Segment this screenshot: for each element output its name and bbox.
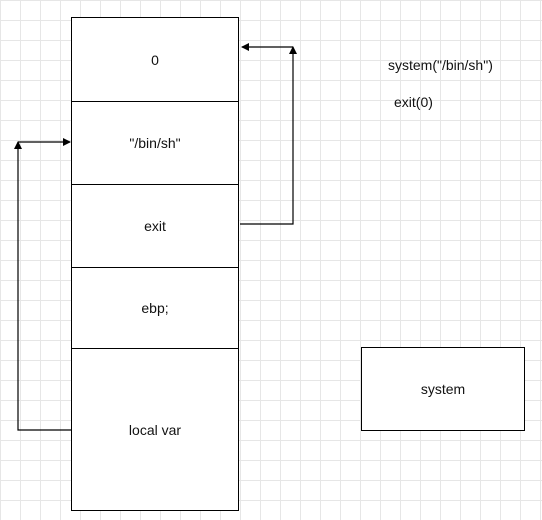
- stack-cell-exit-label: exit: [144, 218, 166, 234]
- arrow-exit-to-zero: [240, 46, 297, 225]
- stack-cell-local-var-label: local var: [128, 421, 182, 438]
- note-system-call: system("/bin/sh"): [388, 57, 493, 73]
- stack-cell-local-var: local var: [72, 348, 238, 510]
- stack-cell-binsh-label: "/bin/sh": [129, 135, 181, 151]
- stack-cell-binsh: "/bin/sh": [72, 101, 238, 184]
- stack-cell-zero-label: 0: [151, 51, 159, 68]
- system-box: system: [361, 347, 525, 431]
- stack-cell-ebp: ebp;: [72, 267, 238, 348]
- note-exit-call: exit(0): [394, 94, 433, 110]
- stack-cell-exit: exit: [72, 184, 238, 267]
- arrow-localvar-to-binsh: [14, 141, 71, 431]
- stack-cell-ebp-label: ebp;: [141, 300, 169, 316]
- system-box-label: system: [420, 381, 466, 397]
- stack-cell-zero: 0: [72, 18, 238, 101]
- stack-frame: 0 "/bin/sh" exit ebp; local var: [71, 17, 239, 511]
